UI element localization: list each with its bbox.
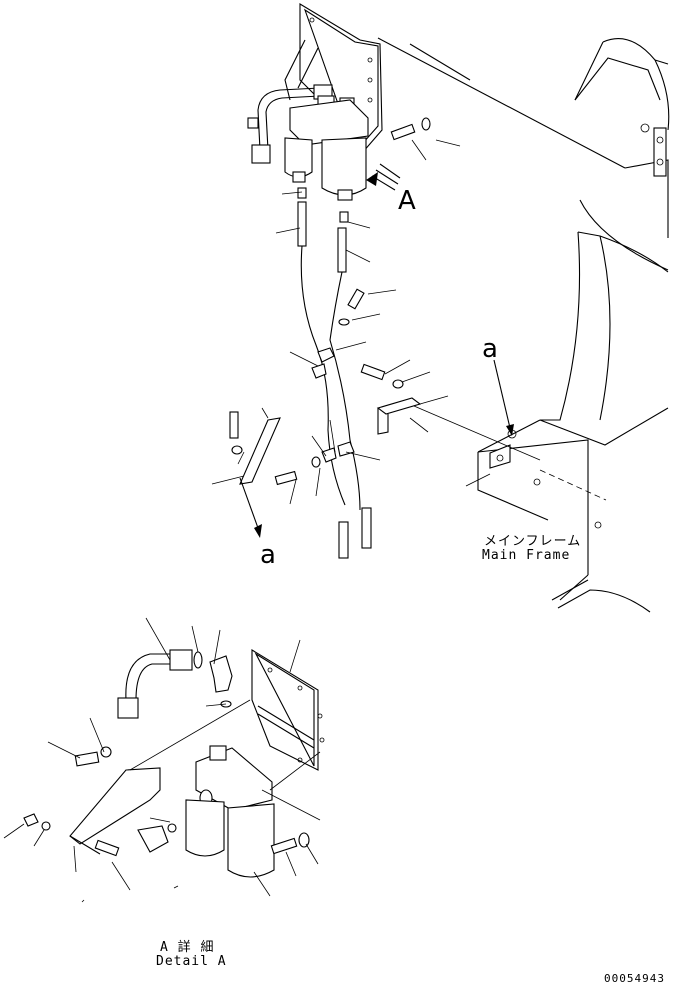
detail-label-en: Detail A [156, 954, 227, 969]
arrow-label-a-left: a [260, 540, 276, 570]
detail-label-jp: A 詳 細 [160, 940, 215, 955]
drawing-number: 00054943 [604, 972, 665, 985]
top-filter-assembly [247, 3, 431, 201]
hose-and-fittings [229, 187, 422, 559]
main-frame-label-jp: メインフレーム [484, 534, 582, 549]
leader-lines-top [211, 139, 541, 505]
view-marker-a: A [398, 186, 416, 216]
detail-a-drawing [3, 617, 325, 903]
main-frame-label-en: Main Frame [482, 548, 571, 563]
arrow-label-a-right: a [482, 334, 498, 364]
main-frame-drawing [377, 37, 670, 613]
